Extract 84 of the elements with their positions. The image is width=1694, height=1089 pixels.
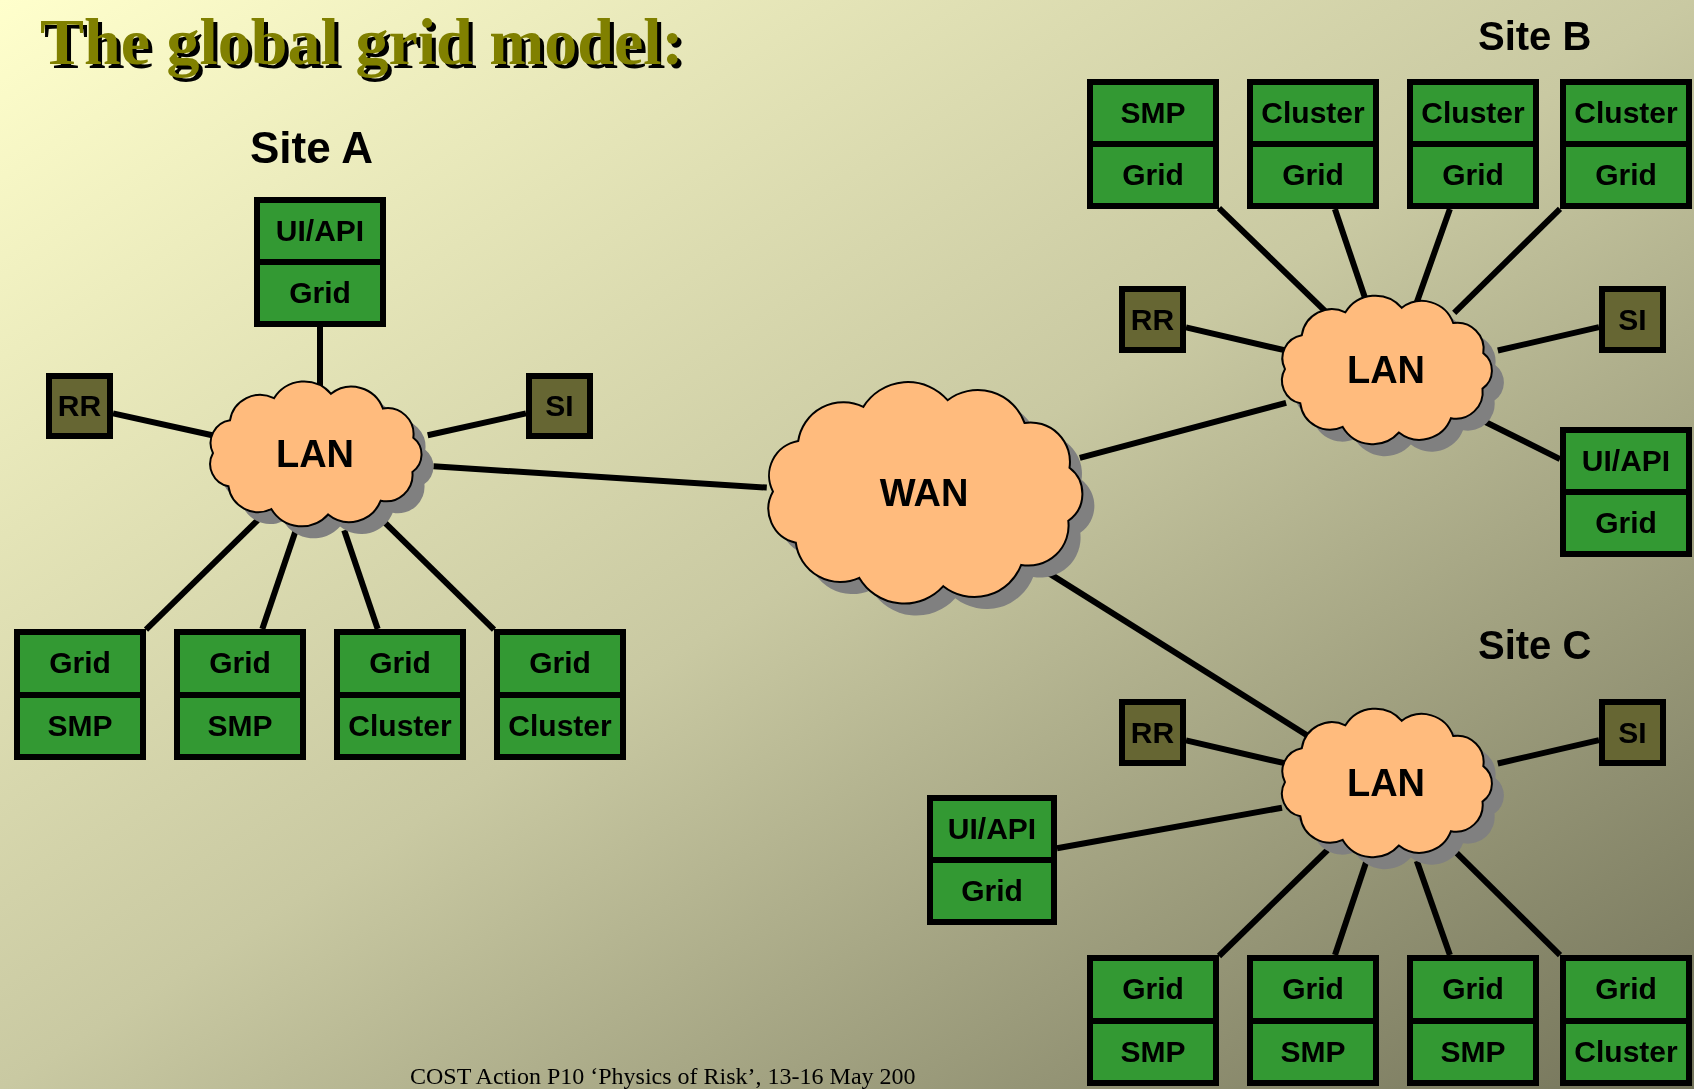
component-box (174, 629, 306, 760)
resource-box (526, 373, 593, 439)
cloud-label: LAN (275, 431, 355, 477)
resource-box (1119, 699, 1186, 766)
connector-line (1497, 737, 1600, 767)
box-label: SMP (1280, 1036, 1346, 1067)
component-box (1247, 79, 1379, 209)
connector-line (1452, 206, 1563, 315)
box-label: Grid (369, 648, 431, 679)
title: The global grid model: (40, 4, 684, 80)
box-label: SI (1618, 717, 1647, 748)
connector-line (143, 517, 260, 632)
box-label: Grid (529, 648, 591, 679)
box-label: Grid (289, 278, 351, 308)
component-box (1560, 955, 1692, 1086)
connector-line (1079, 400, 1287, 461)
component-box (1087, 79, 1219, 209)
box-label: RR (1130, 717, 1175, 748)
box-label: Grid (1282, 160, 1344, 190)
connector-line (433, 463, 767, 491)
box-label: Grid (1282, 974, 1344, 1005)
box-label: Grid (209, 648, 271, 679)
box-label: Cluster (1261, 98, 1365, 128)
component-box (254, 197, 386, 327)
connector-line (1185, 737, 1286, 767)
box-label: Grid (1442, 974, 1504, 1005)
connector-line (317, 327, 323, 386)
connector-line (427, 410, 527, 439)
box-label: Grid (961, 876, 1023, 906)
box-label: Cluster (1574, 1036, 1678, 1067)
box-label: Cluster (1421, 98, 1525, 128)
box-label: SMP (1120, 98, 1186, 128)
box-label: SI (1618, 304, 1647, 335)
box-label: Cluster (348, 710, 452, 741)
box-label: RR (1130, 304, 1175, 335)
connector-line (341, 529, 381, 630)
component-box (1560, 427, 1692, 557)
cloud-label: WAN (879, 470, 969, 516)
component-box (927, 795, 1057, 925)
box-label: UI/API (947, 814, 1037, 844)
component-box (1087, 955, 1219, 1086)
connector-line (1414, 208, 1453, 303)
connector-line (1056, 804, 1283, 852)
box-label: UI/API (275, 216, 365, 246)
site-heading: Site C (1478, 622, 1592, 669)
component-box (494, 629, 626, 760)
cloud-label: LAN (1346, 760, 1426, 806)
site-heading: Site B (1478, 13, 1592, 60)
box-label: Cluster (1574, 98, 1678, 128)
box-label: Cluster (508, 710, 612, 741)
connector-line (112, 410, 213, 439)
component-box (14, 629, 146, 760)
box-label: Grid (1122, 160, 1184, 190)
component-box (1247, 955, 1379, 1086)
resource-box (46, 373, 113, 439)
box-label: Grid (1122, 974, 1184, 1005)
resource-box (1119, 286, 1186, 353)
cloud-label: LAN (1346, 347, 1426, 393)
box-label: Grid (1595, 974, 1657, 1005)
component-box (1560, 79, 1692, 209)
box-label: SMP (207, 710, 273, 741)
box-label: RR (57, 391, 102, 421)
connector-line (1413, 860, 1453, 956)
component-box (1407, 79, 1539, 209)
box-label: SMP (1120, 1036, 1186, 1067)
component-box (1407, 955, 1539, 1086)
connector-line (1332, 860, 1370, 956)
box-label: SMP (47, 710, 113, 741)
connector-line (1497, 324, 1600, 354)
box-label: Grid (49, 648, 111, 679)
box-label: SMP (1440, 1036, 1506, 1067)
footer-note: COST Action P10 ‘Physics of Risk’, 13-16 May 200 (410, 1062, 916, 1089)
box-label: Grid (1595, 508, 1657, 538)
component-box (334, 629, 466, 760)
resource-box (1599, 699, 1666, 766)
connector-line (259, 529, 299, 630)
resource-box (1599, 286, 1666, 353)
connector-line (1216, 847, 1330, 959)
connector-line (1185, 324, 1286, 354)
box-label: Grid (1595, 160, 1657, 190)
box-label: UI/API (1581, 446, 1671, 476)
box-label: SI (545, 391, 574, 421)
box-label: Grid (1442, 160, 1504, 190)
site-heading: Site A (250, 122, 374, 174)
